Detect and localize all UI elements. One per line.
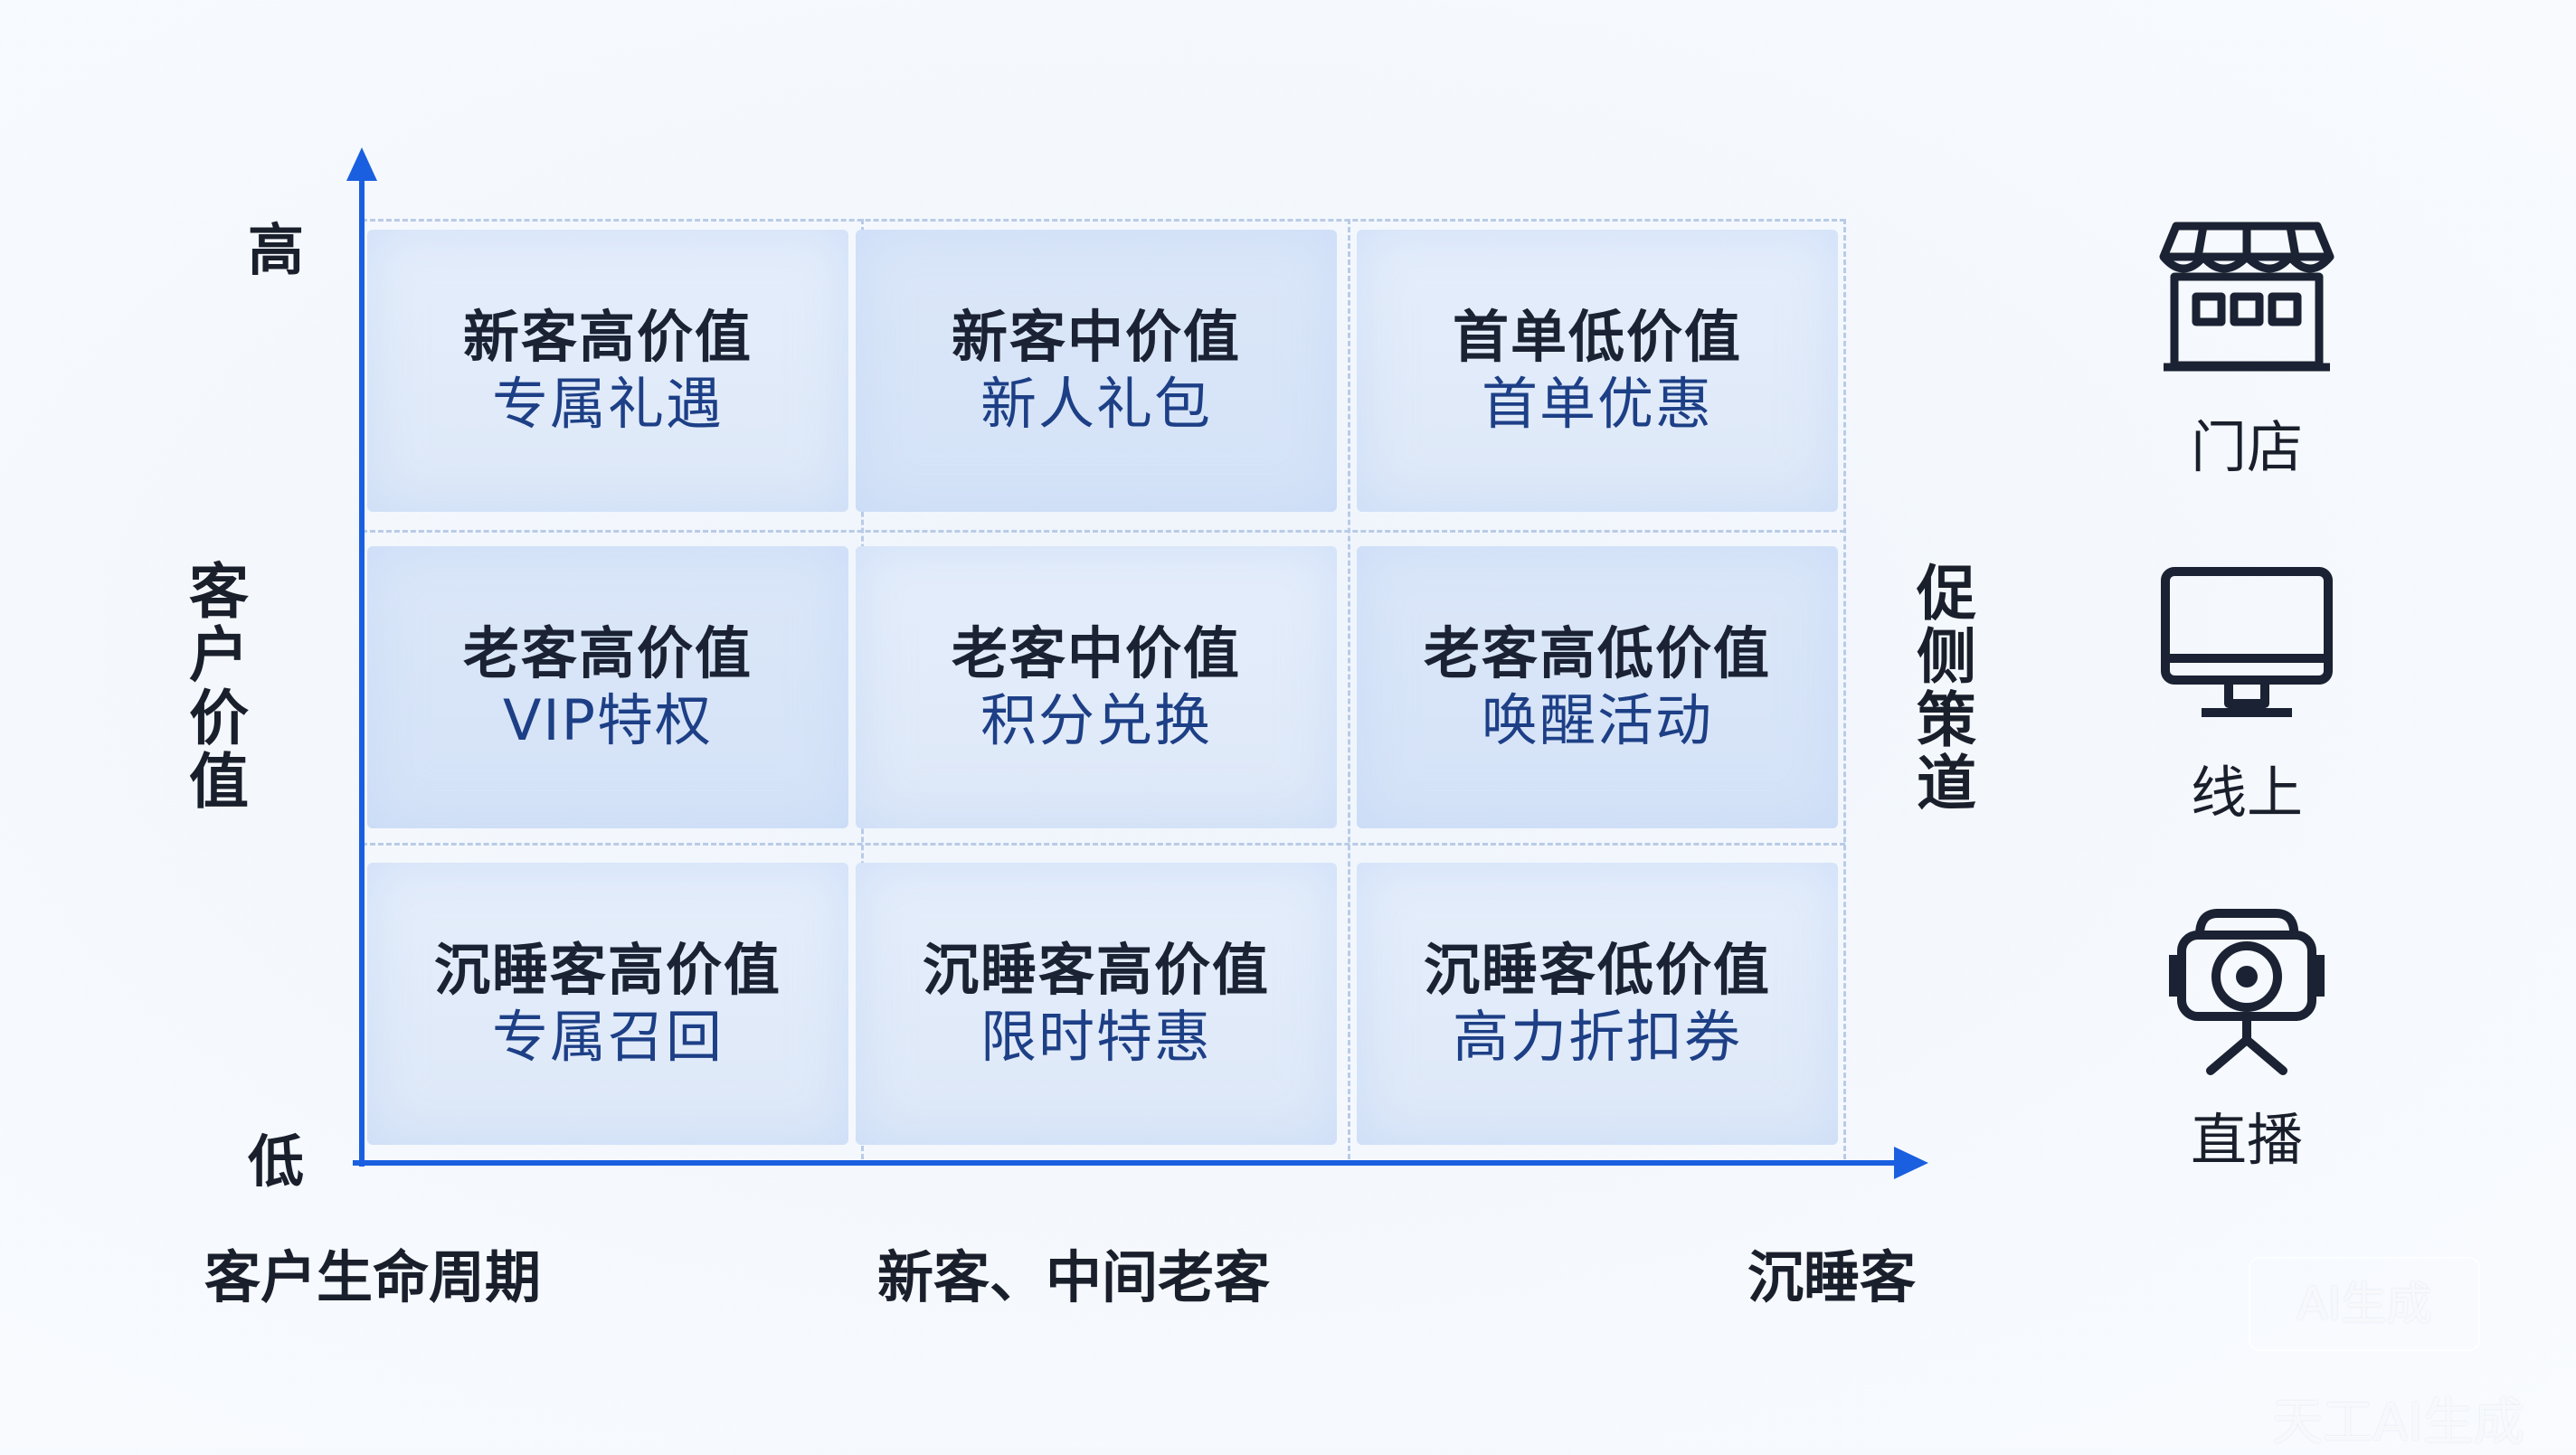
cell-subtitle: 专属礼遇 — [491, 371, 724, 437]
channel-label-online: 线上 — [2190, 760, 2303, 826]
ai-badge-watermark: AI生成 — [2249, 1257, 2480, 1351]
cell-title: 沉睡客高价值 — [922, 937, 1270, 1003]
monitor-icon — [2161, 567, 2333, 717]
cell-subtitle: 限时特惠 — [980, 1004, 1212, 1070]
y-axis-arrow — [346, 147, 377, 181]
matrix-cell: 沉睡客高价值 专属召回 — [367, 863, 848, 1145]
cell-subtitle: 唤醒活动 — [1481, 687, 1713, 753]
cell-title: 老客高低价值 — [1423, 620, 1771, 686]
cell-subtitle: 首单优惠 — [1481, 371, 1713, 437]
side-title: 促侧策道 — [1917, 559, 1976, 818]
x-axis-mid-label: 新客、中间老客 — [877, 1244, 1271, 1310]
channel-label-live: 直播 — [2190, 1107, 2303, 1173]
matrix-cell: 首单低价值 首单优惠 — [1357, 230, 1838, 512]
x-axis-right-label: 沉睡客 — [1747, 1244, 1917, 1310]
store-icon — [2159, 222, 2334, 372]
matrix-cell: 老客高低价值 唤醒活动 — [1357, 546, 1838, 828]
cell-title: 新客高价值 — [462, 304, 753, 370]
cell-title: 首单低价值 — [1452, 304, 1742, 370]
matrix-cell: 新客高价值 专属礼遇 — [367, 230, 848, 512]
cell-title: 老客高价值 — [462, 620, 753, 686]
y-axis-low-label: 低 — [248, 1129, 305, 1195]
y-axis-title: 客户价值 — [189, 557, 249, 817]
cell-subtitle: 高力折扣券 — [1452, 1004, 1742, 1070]
camera-icon — [2169, 909, 2325, 1075]
grid-line-top — [362, 219, 1845, 222]
ai-badge-text: AI生成 — [2297, 1278, 2432, 1330]
channel-label-store: 门店 — [2190, 414, 2303, 480]
matrix-cell: 沉睡客高价值 限时特惠 — [856, 863, 1337, 1145]
grid-line-row2 — [362, 843, 1845, 846]
cell-subtitle: 积分兑换 — [980, 687, 1212, 753]
grid-line-row1 — [362, 530, 1845, 533]
grid-line-col2 — [1348, 219, 1350, 1159]
matrix-cell: 老客中价值 积分兑换 — [856, 546, 1337, 828]
cell-title: 新客中价值 — [951, 304, 1241, 370]
matrix-cell: 新客中价值 新人礼包 — [856, 230, 1337, 512]
cell-subtitle: VIP特权 — [502, 687, 714, 753]
cell-title: 沉睡客高价值 — [433, 937, 781, 1003]
y-axis-high-label: 高 — [248, 217, 305, 283]
cell-title: 老客中价值 — [951, 620, 1241, 686]
matrix-cell: 老客高价值 VIP特权 — [367, 546, 848, 828]
x-axis-title: 客户生命周期 — [204, 1244, 542, 1310]
cell-title: 沉睡客低价值 — [1423, 937, 1771, 1003]
cell-subtitle: 专属召回 — [491, 1004, 724, 1070]
corner-watermark: 天工AI生成 — [2272, 1394, 2524, 1452]
grid-line-right — [1843, 219, 1846, 1159]
x-axis-arrow — [1894, 1147, 1928, 1179]
matrix-cell: 沉睡客低价值 高力折扣券 — [1357, 863, 1838, 1145]
cell-subtitle: 新人礼包 — [980, 371, 1212, 437]
